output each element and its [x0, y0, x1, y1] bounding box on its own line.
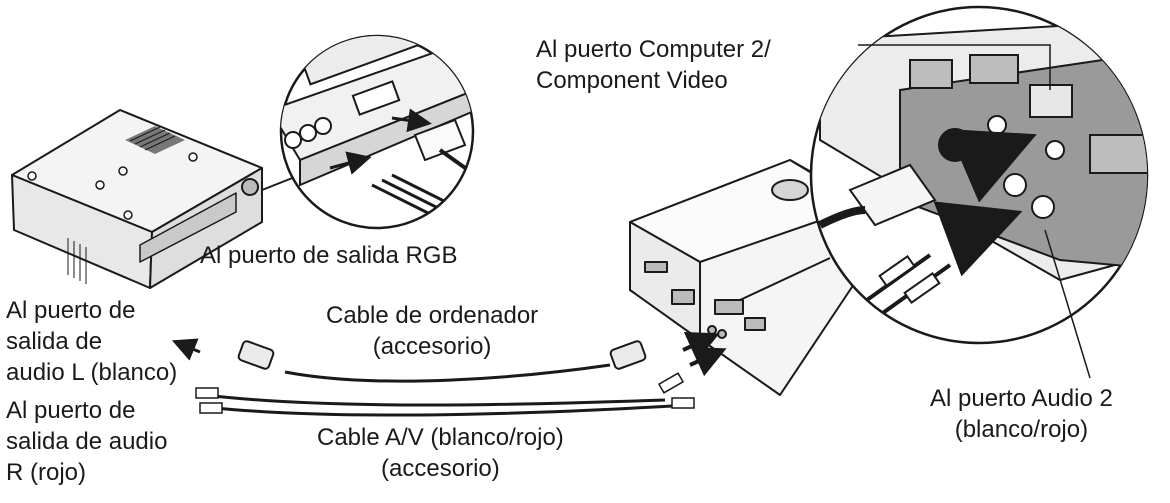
leader-lines [858, 44, 1091, 379]
audio-left-label: Al puerto de salida de audio L (blanco) [6, 297, 178, 386]
rgb-output-label: Al puerto de salida RGB [200, 242, 458, 269]
computer-port-label: Al puerto Computer 2/ Component Video [536, 36, 771, 94]
projector-illustration [629, 159, 871, 396]
rgb-port-zoom [279, 34, 475, 230]
computer-illustration [11, 109, 301, 289]
av-cable-label: Cable A/V (blanco/rojo) (accesorio) [317, 424, 564, 482]
projector-port-zoom [809, 5, 1149, 345]
av-cable [195, 372, 695, 417]
computer-cable-label: Cable de ordenador (accesorio) [326, 302, 539, 360]
audio-port-label: Al puerto Audio 2 (blanco/rojo) [930, 385, 1113, 443]
audio-right-label: Al puerto de salida de audio R (rojo) [6, 397, 168, 486]
computer-cable [237, 340, 647, 383]
